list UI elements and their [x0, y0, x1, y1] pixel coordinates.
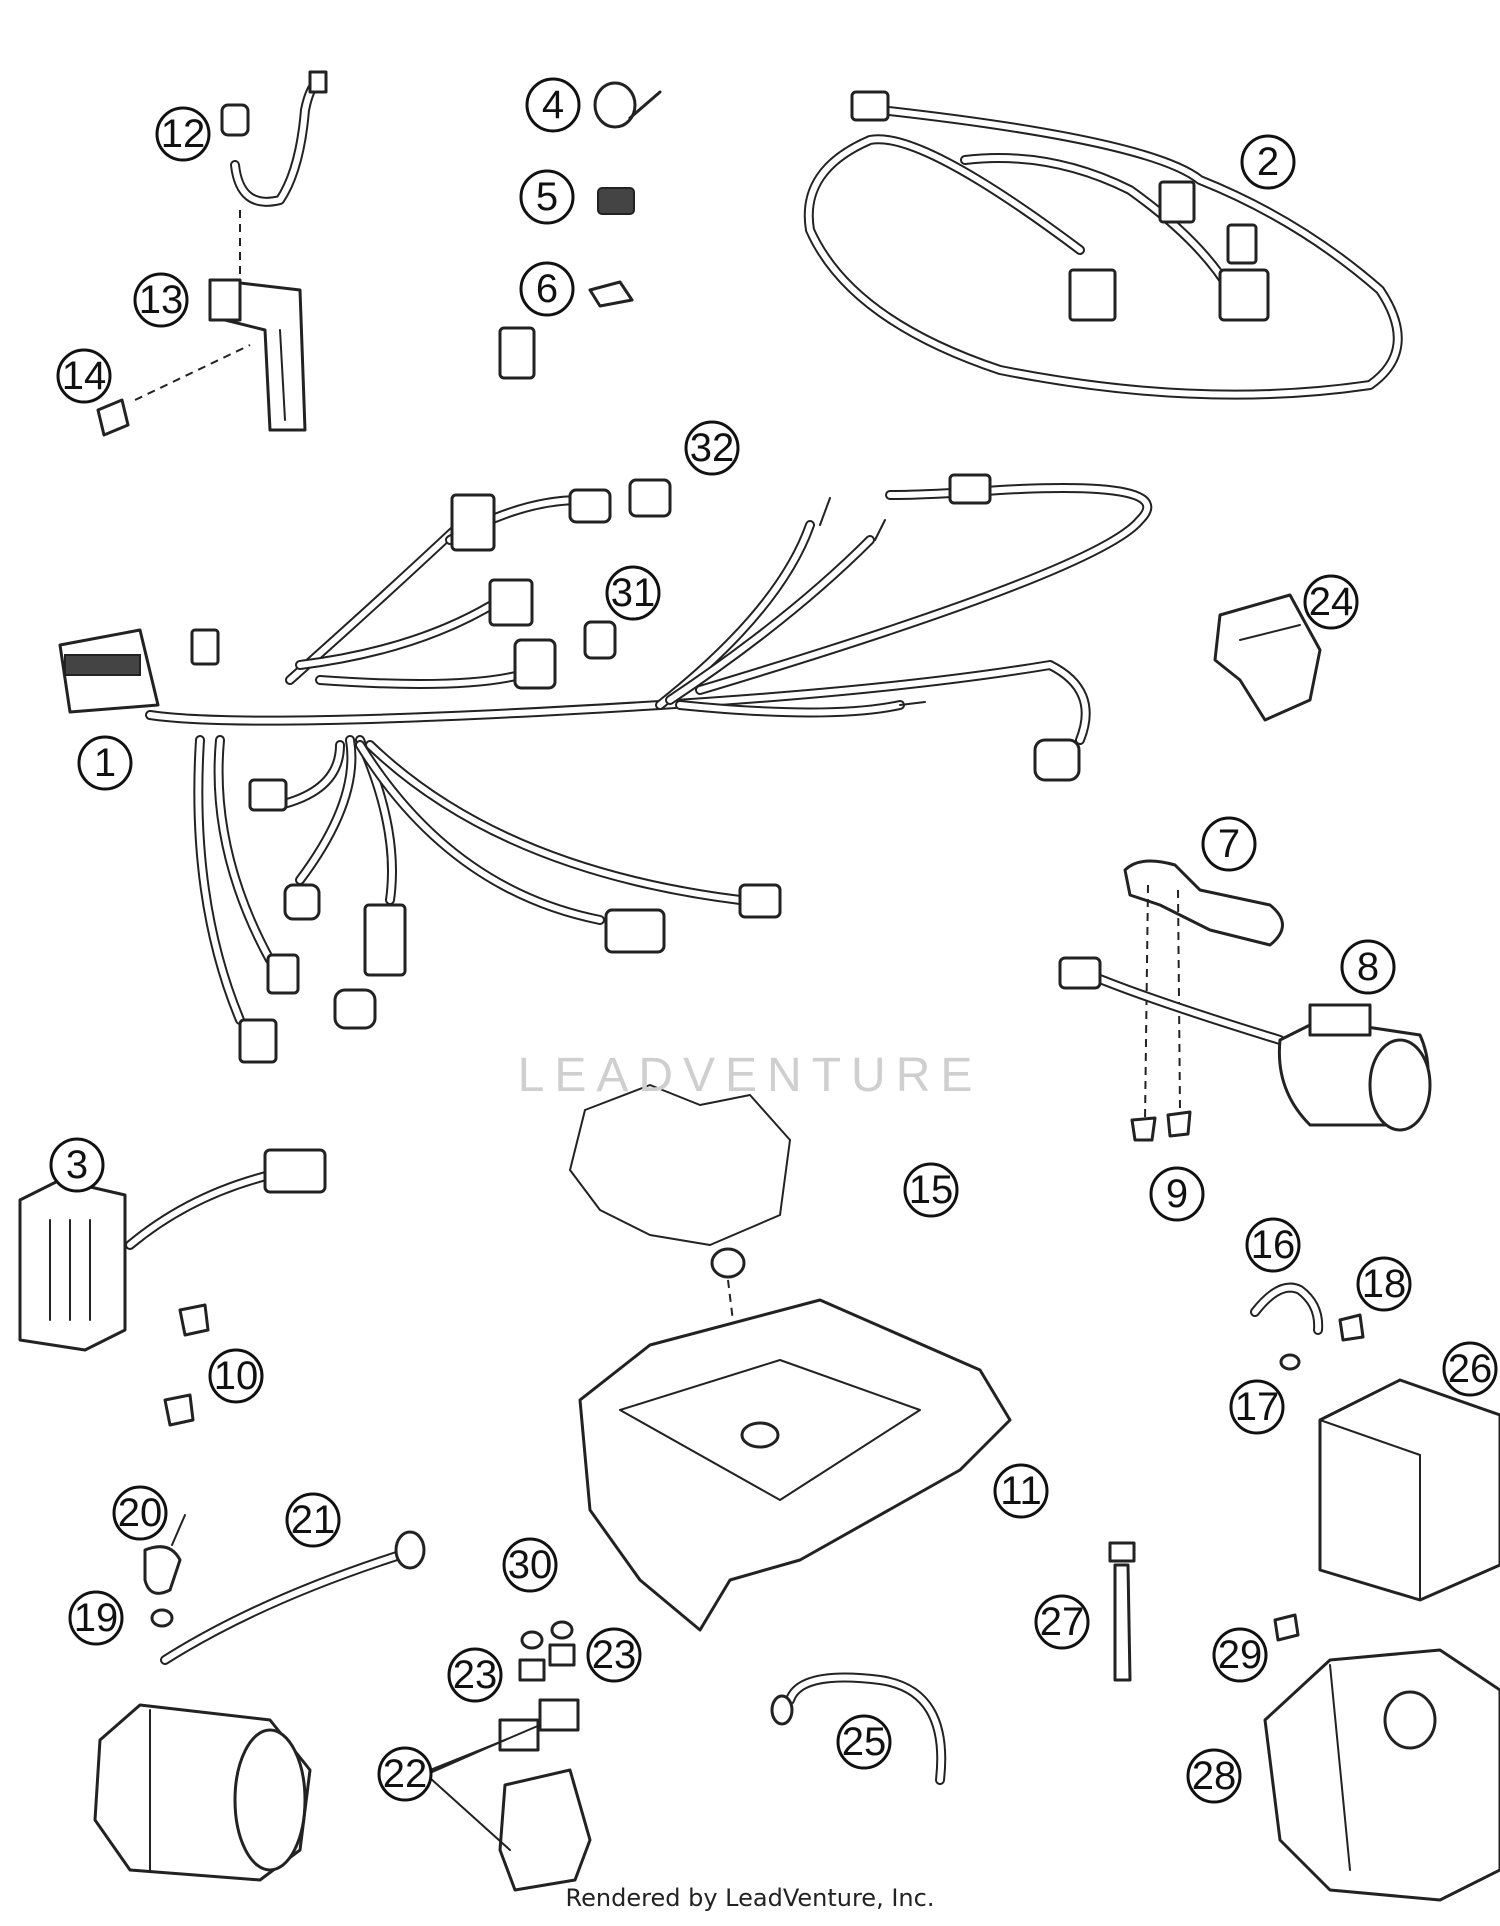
callout-18: 18 [1356, 1256, 1412, 1312]
callout-20: 20 [112, 1485, 168, 1541]
footer-credit: Rendered by LeadVenture, Inc. [565, 1884, 935, 1912]
callout-26: 26 [1442, 1341, 1498, 1397]
part-20-cap [143, 1514, 186, 1595]
callout-11: 11 [993, 1463, 1049, 1519]
part-6-clip [588, 280, 634, 308]
part-21-cable [160, 1530, 426, 1665]
callout-3: 3 [49, 1137, 105, 1193]
ecu-outline [569, 1084, 791, 1246]
svg-text:32: 32 [690, 426, 735, 470]
callout-6: 6 [519, 261, 575, 317]
svg-text:22: 22 [383, 1752, 428, 1796]
svg-text:2: 2 [1257, 140, 1279, 184]
callout-24: 24 [1303, 574, 1359, 630]
starter-motor [93, 1703, 312, 1882]
part-10-screws [163, 1303, 210, 1427]
svg-text:15: 15 [909, 1168, 954, 1212]
part-24-relay [1213, 593, 1322, 722]
svg-text:3: 3 [66, 1143, 88, 1187]
svg-text:19: 19 [74, 1596, 119, 1640]
svg-text:6: 6 [536, 267, 558, 311]
callout-21: 21 [285, 1492, 341, 1548]
svg-text:13: 13 [139, 278, 184, 322]
svg-text:7: 7 [1218, 822, 1240, 866]
callout-12: 12 [155, 106, 211, 162]
callout-10: 10 [208, 1348, 264, 1404]
callout-7: 7 [1201, 816, 1257, 872]
svg-text:24: 24 [1309, 580, 1354, 624]
part-5-clip [597, 187, 635, 215]
part-16-cable [1250, 1282, 1324, 1335]
svg-text:10: 10 [214, 1354, 259, 1398]
part-4-cable-tie [593, 81, 662, 129]
part-22-relay [429, 1698, 592, 1892]
part-18-screw [1338, 1313, 1365, 1342]
svg-text:23: 23 [453, 1653, 498, 1697]
svg-text:14: 14 [62, 354, 107, 398]
part-23-fuses [518, 1643, 576, 1682]
callout-14: 14 [56, 348, 112, 404]
callout-30: 30 [502, 1537, 558, 1593]
svg-text:4: 4 [542, 83, 564, 127]
svg-text:11: 11 [1000, 1469, 1042, 1513]
callout-19: 19 [68, 1590, 124, 1646]
part-29-screw [1273, 1613, 1300, 1642]
callout-17: 17 [1229, 1379, 1285, 1435]
part-2-harness [803, 90, 1403, 400]
callout-29: 29 [1212, 1627, 1268, 1683]
part-27-strap [1108, 1541, 1136, 1682]
part-8-sensor [1058, 956, 1432, 1132]
callout-32: 32 [684, 420, 740, 476]
part-7-bracket [1123, 859, 1284, 1142]
svg-text:29: 29 [1218, 1633, 1263, 1677]
svg-text:23: 23 [592, 1633, 637, 1677]
part-1-main-harness [58, 326, 1153, 1064]
svg-text:28: 28 [1192, 1754, 1237, 1798]
svg-text:31: 31 [611, 571, 656, 615]
callout-4: 4 [525, 77, 581, 133]
callout-28: 28 [1186, 1748, 1242, 1804]
svg-text:9: 9 [1166, 1172, 1188, 1216]
svg-text:21: 21 [291, 1498, 336, 1542]
svg-text:30: 30 [508, 1543, 553, 1587]
callout-31: 31 [605, 565, 661, 621]
part-28-battery-box [1263, 1648, 1500, 1902]
part-19-nut [150, 1608, 174, 1628]
svg-text:5: 5 [536, 175, 558, 219]
callout-13: 13 [133, 272, 189, 328]
callout-27: 27 [1034, 1594, 1090, 1650]
svg-text:1: 1 [94, 741, 116, 785]
watermark: LEADVENTURE [517, 1049, 983, 1102]
svg-text:17: 17 [1235, 1385, 1280, 1429]
part-17-washer [1279, 1353, 1301, 1371]
callout-23-a: 23 [447, 1647, 503, 1703]
part-26-battery [1318, 1378, 1500, 1602]
callout-25: 25 [836, 1714, 892, 1770]
callout-15: 15 [903, 1162, 959, 1218]
callout-8: 8 [1340, 939, 1396, 995]
svg-text:20: 20 [118, 1491, 163, 1535]
callout-23-b: 23 [586, 1627, 642, 1683]
part-30-screws [520, 1620, 574, 1650]
svg-text:27: 27 [1040, 1600, 1085, 1644]
part-13-bracket [96, 278, 307, 437]
part-25-cable [770, 1672, 947, 1785]
part-12-cable [220, 70, 328, 280]
svg-text:18: 18 [1362, 1262, 1407, 1306]
svg-text:8: 8 [1357, 945, 1379, 989]
svg-text:12: 12 [161, 112, 206, 156]
svg-text:25: 25 [842, 1720, 887, 1764]
part-11-tray [578, 1298, 1012, 1632]
svg-text:16: 16 [1251, 1223, 1296, 1267]
callout-9: 9 [1149, 1166, 1205, 1222]
callout-5: 5 [519, 169, 575, 225]
callout-22: 22 [377, 1746, 433, 1802]
callout-2: 2 [1240, 134, 1296, 190]
callout-16: 16 [1245, 1217, 1301, 1273]
callout-1: 1 [77, 735, 133, 791]
svg-text:26: 26 [1448, 1347, 1493, 1391]
